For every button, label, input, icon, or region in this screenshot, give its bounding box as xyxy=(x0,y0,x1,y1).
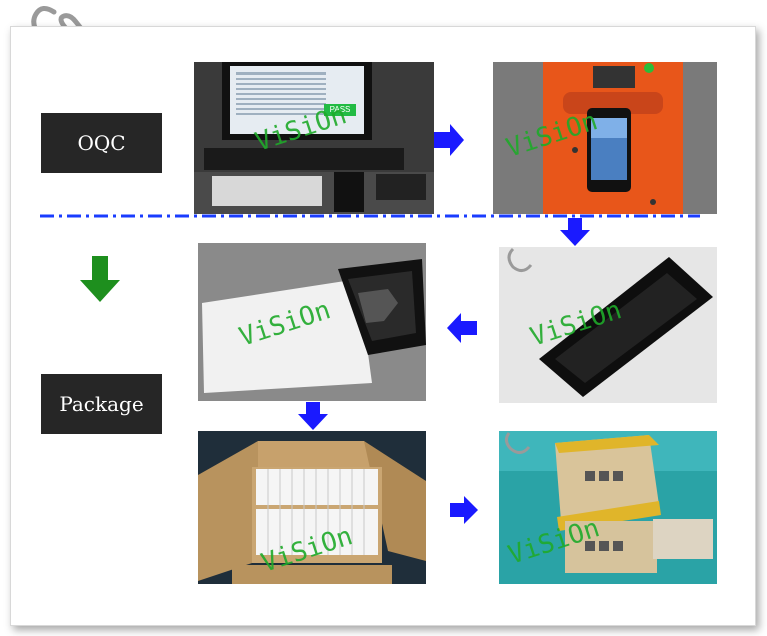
oqc-label: OQC xyxy=(41,113,162,173)
arrow-icon xyxy=(447,313,477,343)
package-label-text: Package xyxy=(59,392,144,416)
section-divider xyxy=(40,214,700,218)
arrow-icon xyxy=(434,124,464,156)
arrow-icon xyxy=(450,496,478,524)
oqc-label-text: OQC xyxy=(77,131,126,155)
arrow-icon xyxy=(298,402,328,430)
pass-button: PASS xyxy=(329,105,351,114)
photo-carton-open: ViSiOn xyxy=(198,431,426,584)
photo-gift-box: ViSiOn xyxy=(198,243,426,401)
photo-shipping-cartons: ViSiOn xyxy=(499,431,717,584)
paperclip-icon xyxy=(31,6,114,110)
photo-phone-bag: ViSiOn xyxy=(499,247,717,403)
photo-computer-test: PASS ViSiOn xyxy=(194,62,434,214)
package-label: Package xyxy=(41,374,162,434)
down-arrow-icon xyxy=(80,256,120,302)
photo-phone-fixture: ViSiOn xyxy=(493,62,717,214)
arrow-icon xyxy=(560,218,590,246)
